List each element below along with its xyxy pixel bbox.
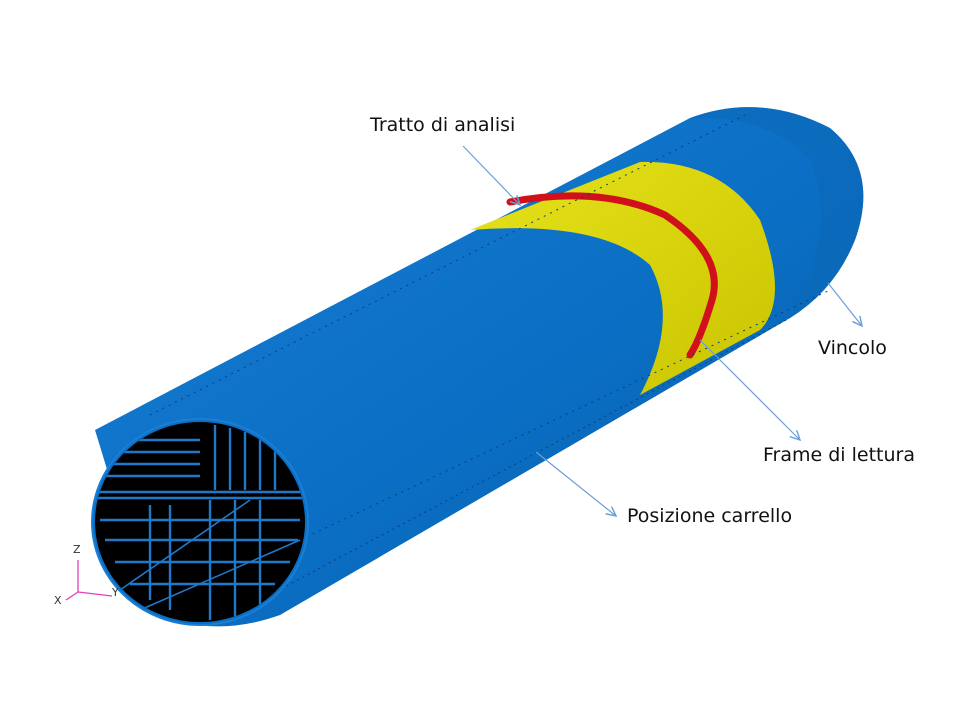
- axis-label-y: Y: [112, 586, 119, 599]
- axis-label-z: Z: [73, 543, 81, 556]
- arrow-reading-frame: [699, 339, 800, 440]
- arrow-analysis-section: [462, 145, 520, 205]
- label-reading-frame: Frame di lettura: [763, 444, 915, 466]
- internal-structure: [95, 425, 305, 620]
- fuselage-nose: [690, 107, 864, 318]
- reading-frame-ring: [506, 192, 718, 359]
- label-constraint: Vincolo: [818, 337, 887, 359]
- arrow-carriage-position: [535, 451, 616, 516]
- label-carriage-position: Posizione carrello: [627, 505, 793, 527]
- arrow-constraint: [827, 282, 862, 326]
- label-analysis-section: Tratto di analisi: [370, 114, 516, 136]
- rivet-line-low: [259, 317, 791, 601]
- front-opening: [95, 422, 305, 622]
- coordinate-triad: [65, 560, 113, 601]
- axis-label-x: X: [54, 594, 62, 607]
